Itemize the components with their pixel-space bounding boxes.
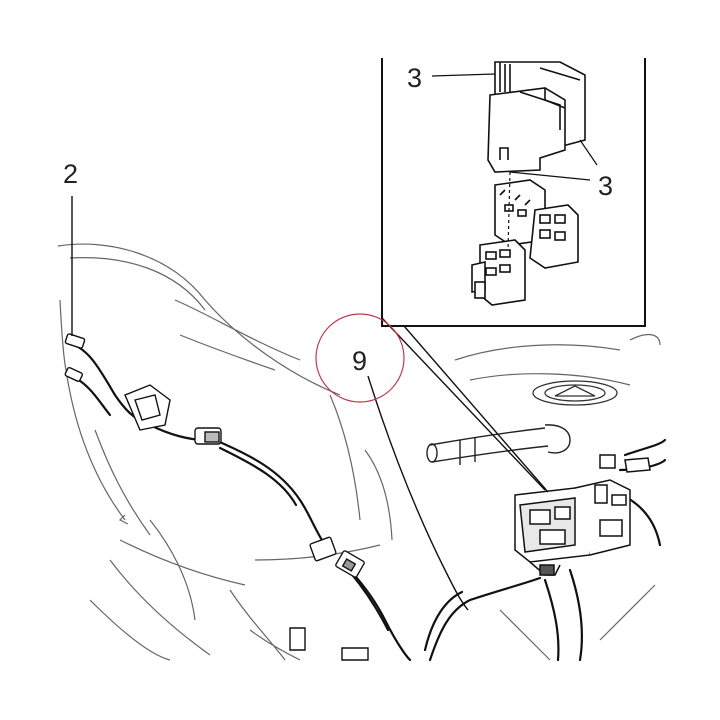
callout-label-2: 2 (63, 159, 78, 189)
inset-leader-lines (431, 73, 598, 251)
fuel-cap (532, 380, 618, 406)
motorcycle-body-outline (57, 243, 661, 661)
connector-item-2 (64, 333, 222, 445)
handlebar-grip (426, 424, 571, 465)
callout-leaders (71, 196, 469, 611)
callout-label-3-bottom: 3 (598, 171, 613, 201)
fuse-box-installed (514, 454, 651, 576)
inline-connectors (289, 536, 369, 661)
detail-inset (381, 58, 646, 493)
callout-label-9: 9 (352, 346, 367, 376)
fuse-box-cover-exploded (471, 61, 586, 306)
callout-label-3-top: 3 (407, 63, 422, 93)
highlight-circle (315, 313, 405, 403)
